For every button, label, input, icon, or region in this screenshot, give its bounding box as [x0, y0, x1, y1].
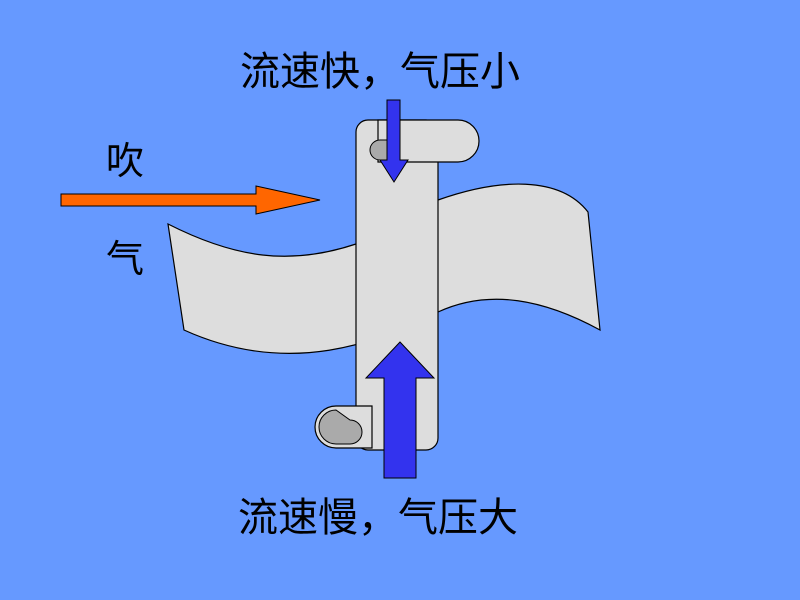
arrow-down-icon — [379, 99, 409, 183]
arrow-right-icon — [60, 185, 321, 215]
scroll-top-curl — [377, 119, 480, 163]
arrow-up-icon — [364, 341, 436, 479]
label-slow-high-pressure: 流速慢，气压大 — [238, 495, 518, 541]
label-fast-low-pressure: 流速快，气压小 — [240, 49, 520, 95]
label-blow-char-1: 吹 — [106, 139, 145, 183]
scroll-bottom-curl-shade — [318, 409, 363, 445]
label-blow-char-2: 气 — [106, 237, 145, 281]
